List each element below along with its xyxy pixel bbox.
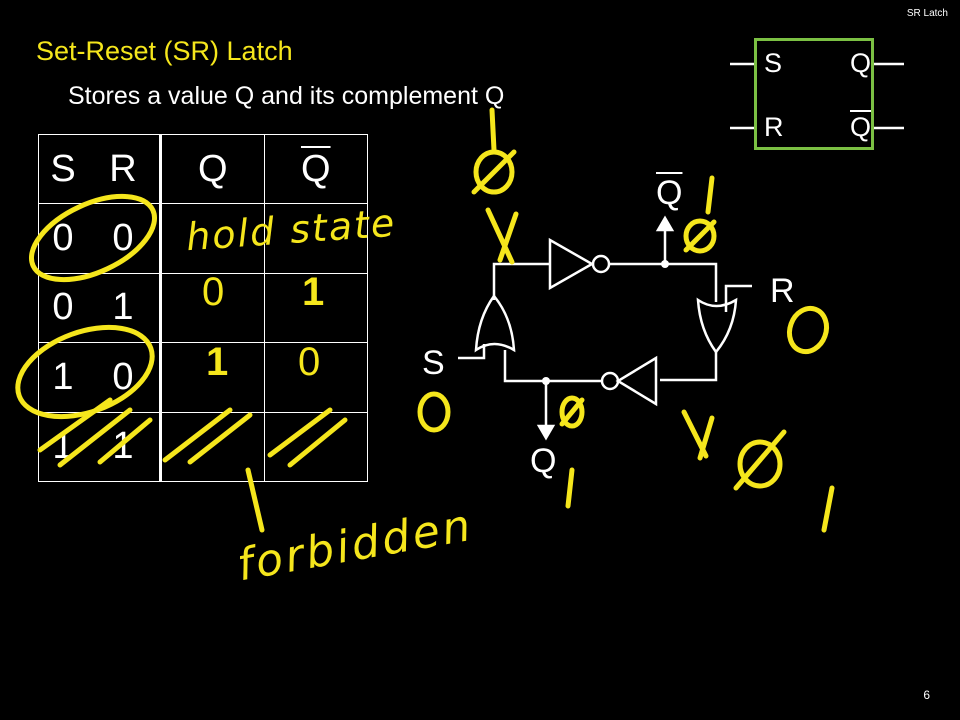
ink-q-one xyxy=(565,467,575,509)
strike-row-11 xyxy=(37,397,348,468)
ink-zero-slash-qbar xyxy=(683,219,717,253)
ink-x-top xyxy=(485,207,519,265)
ink-zero-qbar xyxy=(683,218,717,254)
circuit-label-qbar: Q xyxy=(656,174,683,212)
inverter-bottom xyxy=(615,355,658,407)
circuit-label-r: R xyxy=(770,272,795,310)
annotation-qbar-10: 0 xyxy=(298,340,321,384)
cell-q xyxy=(160,272,265,344)
ink-one-qbar xyxy=(705,175,715,215)
wire-top-right xyxy=(609,262,718,302)
cell-q xyxy=(160,203,265,274)
table-row: 1 0 xyxy=(38,342,368,413)
box-pin-q: Q xyxy=(850,48,872,78)
wire-top-left xyxy=(492,262,550,300)
node-q xyxy=(542,377,550,385)
arrow-q xyxy=(536,424,556,441)
wire-r-in xyxy=(724,284,752,312)
ink-x-right xyxy=(681,409,715,461)
annotation-q-01: 0 xyxy=(202,270,225,314)
or-gate-left xyxy=(474,293,516,353)
circuit-label-s: S xyxy=(422,344,445,382)
box-pin-s: S xyxy=(764,48,783,78)
wire-bottom-left xyxy=(503,350,602,383)
slide-title: Set-Reset (SR) Latch xyxy=(36,36,293,66)
annotation-q-10: 1 xyxy=(206,340,229,384)
cell-s: 1 xyxy=(38,342,87,413)
box-pin-r: R xyxy=(764,112,784,142)
forbidden-pointer xyxy=(245,467,265,533)
node-qbar xyxy=(661,260,669,268)
ink-zero-slash-top xyxy=(471,149,517,195)
or-gate-right xyxy=(696,297,738,355)
circle-row-00 xyxy=(28,193,158,283)
cell-qbar xyxy=(263,272,368,344)
ink-zero-top xyxy=(473,149,515,195)
wire-s-in xyxy=(458,344,486,360)
ink-zero-slash-right xyxy=(733,429,787,491)
page-number: 6 xyxy=(923,688,930,702)
slide-subtitle: Stores a value Q and its complement Q xyxy=(68,82,504,111)
cell-qbar xyxy=(263,203,368,274)
circuit-label-q: Q xyxy=(530,442,557,480)
header-r: R xyxy=(87,133,162,205)
header-label: SR Latch xyxy=(906,8,948,19)
cell-r: 1 xyxy=(87,411,162,483)
sr-latch-symbol xyxy=(754,38,874,150)
ink-r-zero xyxy=(786,305,830,355)
ink-q-zero xyxy=(559,395,585,429)
ink-s-zero xyxy=(417,391,451,433)
wire-bottom-right xyxy=(660,352,718,382)
arrow-qbar xyxy=(655,215,675,232)
cell-r: 0 xyxy=(87,342,162,413)
inverter-top xyxy=(548,237,595,291)
ink-q-zero-slash xyxy=(559,397,585,427)
header-s: S xyxy=(38,133,87,205)
subtitle-text: Stores a value Q and its complement xyxy=(68,82,485,110)
box-pin-qbar: Q xyxy=(850,112,872,142)
subtitle-complement: Q xyxy=(484,82,505,110)
cell-qbar xyxy=(263,342,368,413)
ink-one-right xyxy=(821,485,835,533)
ink-zero-right xyxy=(737,439,783,489)
ink-one-top xyxy=(489,107,497,153)
annotation-qbar-01: 1 xyxy=(302,270,325,314)
